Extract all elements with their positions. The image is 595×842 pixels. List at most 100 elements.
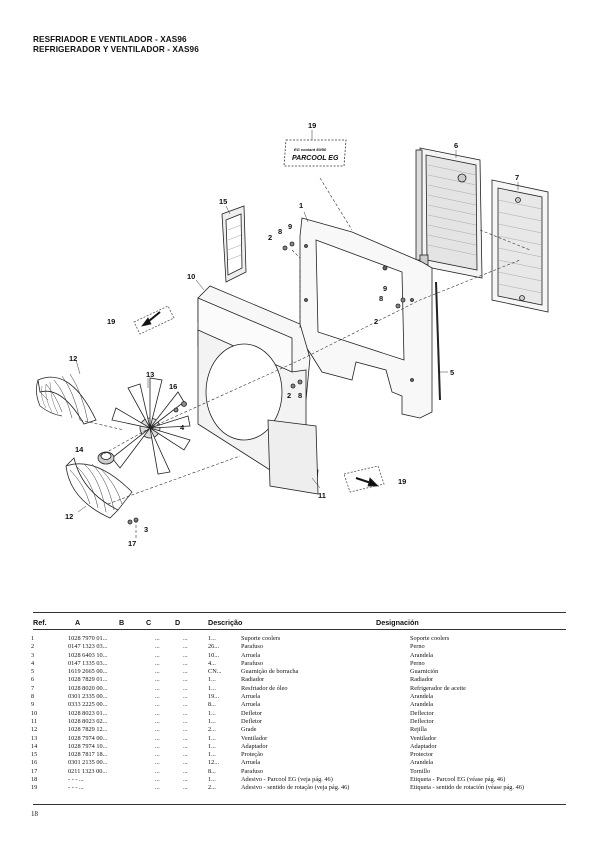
callout-9-upper: 9 [288, 222, 292, 231]
cell-part-number: 0301 2335 00... [68, 693, 108, 701]
callout-3: 3 [144, 525, 148, 534]
cell-quantity: 10... [208, 651, 220, 659]
callout-16: 16 [169, 382, 177, 391]
callout-5: 5 [450, 368, 454, 377]
cell-ref: 19 [31, 784, 38, 792]
cell-designacion: Soporte coolers [410, 635, 450, 642]
cell-descricao: Grade [241, 726, 257, 734]
col-header-b: B [119, 618, 125, 627]
assembly-lines [79, 177, 531, 540]
grill-lower-drawing [65, 457, 133, 519]
cell-ref: 9 [31, 701, 35, 709]
cell-part-number: 1028 7829 12... [68, 726, 108, 734]
cell-ref: 16 [31, 759, 38, 767]
cell-descricao: Parafuso [241, 659, 264, 667]
bolt-set-bottom [127, 517, 139, 525]
cell-designacion: Rejilla [410, 726, 427, 734]
cell-designacion: Etiqueta - sentido de rotación (véase pá… [410, 784, 525, 792]
cell-col-c: ... [183, 659, 188, 667]
parcool-label-big: PARCOOL EG [292, 155, 339, 162]
cell-descricao: Resfriador de óleo [241, 684, 288, 692]
cell-col-b: ... [155, 759, 160, 767]
cell-col-c: ... [183, 668, 188, 676]
callout-9-right: 9 [383, 284, 387, 293]
cell-designacion: Perno [410, 659, 425, 667]
cell-quantity: 8... [208, 701, 216, 709]
cell-col-b: ... [155, 776, 160, 784]
cell-col-c: ... [183, 709, 188, 717]
page-number: 18 [31, 810, 38, 818]
cell-designacion: Refrigerador de aceite [410, 684, 466, 692]
bolt-set-right [395, 297, 406, 309]
cell-part-number: 0211 1323 00... [68, 767, 108, 775]
col-header-designacion: Designación [376, 618, 419, 627]
cell-col-c: ... [183, 784, 188, 792]
cell-col-b: ... [155, 668, 160, 676]
callout-8-center: 8 [298, 391, 302, 400]
cell-col-b: ... [155, 717, 160, 725]
callout-10: 10 [187, 272, 195, 281]
fan-drawing [111, 377, 191, 475]
cell-ref: 7 [31, 684, 35, 692]
cell-designacion: Arandela [410, 651, 434, 659]
cell-designacion: Deflector [410, 709, 434, 717]
cell-col-c: ... [183, 734, 188, 742]
cell-col-b: ... [155, 651, 160, 659]
cell-ref: 5 [31, 668, 35, 676]
cell-col-c: ... [183, 693, 188, 701]
cell-col-b: ... [155, 767, 160, 775]
callout-2-right: 2 [374, 317, 378, 326]
bolt-set-upper [282, 241, 295, 251]
rubber-strip-drawing [435, 281, 441, 401]
cell-col-c: ... [183, 776, 188, 784]
cell-ref: 3 [31, 651, 35, 659]
cell-col-b: ... [155, 742, 160, 750]
callout-6: 6 [454, 141, 458, 150]
cell-designacion: Tornillo [410, 767, 431, 775]
cell-descricao: Defletor [241, 709, 262, 717]
cell-designacion: Perno [410, 643, 425, 651]
cell-designacion: Ventilador [410, 734, 437, 742]
cell-col-c: ... [183, 701, 188, 709]
cell-quantity: 2... [208, 726, 216, 734]
cell-ref: 17 [31, 767, 38, 775]
cell-designacion: Adaptador [410, 742, 437, 750]
cell-part-number: 1028 7817 18... [68, 751, 108, 759]
cell-col-c: ... [183, 742, 188, 750]
col-header-c: C [146, 618, 152, 627]
callout-2-center: 2 [287, 391, 291, 400]
cell-col-b: ... [155, 643, 160, 651]
table-bottom-rule [33, 804, 566, 805]
callout-19-top: 19 [308, 121, 316, 130]
callout-12-upper: 12 [69, 354, 77, 363]
cell-quantity: 26... [208, 643, 220, 651]
cell-quantity: 1... [208, 751, 216, 759]
callout-11: 11 [318, 491, 326, 500]
cell-descricao: Defletor [241, 717, 262, 725]
cell-part-number: 0147 1323 03... [68, 643, 108, 651]
cell-part-number: - - - ... [68, 776, 84, 784]
callout-17: 17 [128, 539, 136, 548]
cell-col-b: ... [155, 693, 160, 701]
callout-4: 4 [180, 423, 185, 432]
bolt-set-fan [173, 401, 187, 413]
grill-upper-drawing [36, 373, 97, 425]
cell-quantity: 1... [208, 709, 216, 717]
cell-col-c: ... [183, 651, 188, 659]
table-row: 18- - - .........1...Adesivo - Parcool E… [31, 776, 570, 784]
cell-descricao: Suporte coolers [241, 635, 281, 642]
cell-col-b: ... [155, 751, 160, 759]
page-title: RESFRIADOR E VENTILADOR - XAS96 REFRIGER… [33, 35, 199, 54]
support-bracket-drawing [299, 217, 433, 419]
cell-descricao: Arruela [241, 693, 261, 701]
cell-ref: 8 [31, 693, 35, 701]
cell-ref: 4 [31, 659, 35, 667]
cell-part-number: 1028 6403 10... [68, 651, 108, 659]
